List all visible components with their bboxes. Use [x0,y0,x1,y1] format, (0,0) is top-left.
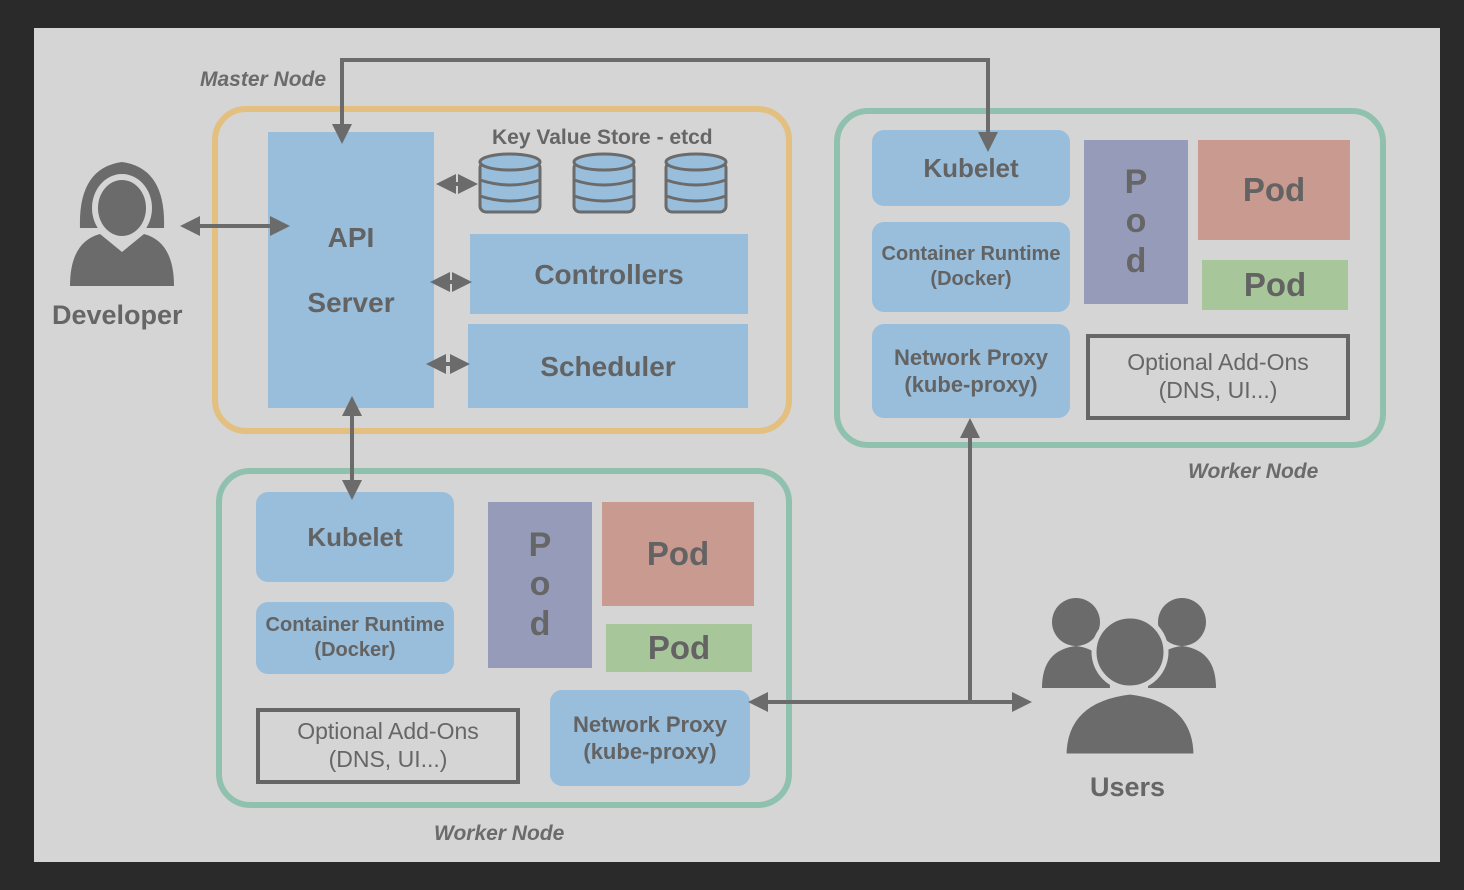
worker-bottom-runtime: Container Runtime (Docker) [256,602,454,674]
worker-right-pod-vertical: P o d [1084,140,1188,304]
developer-label: Developer [52,300,183,330]
worker-node-bottom-region [216,468,792,808]
controllers-box: Controllers [470,234,748,314]
diagram-canvas: Master Node API Server Key Value Store -… [34,28,1440,862]
worker-node-bottom-label: Worker Node [434,822,565,845]
developer-icon [70,162,174,286]
etcd-database-icon-3 [664,152,728,214]
arrow-api-right-kubelet [332,58,998,152]
etcd-database-icon-1 [478,152,542,214]
worker-right-proxy: Network Proxy (kube-proxy) [872,324,1070,418]
worker-bottom-pod-red: Pod [602,502,754,606]
worker-bottom-kubelet: Kubelet [256,492,454,582]
worker-right-pod-red: Pod [1198,140,1350,240]
worker-bottom-proxy: Network Proxy (kube-proxy) [550,690,750,786]
api-server-line2: Server [307,287,395,318]
worker-bottom-addons: Optional Add-Ons (DNS, UI...) [256,708,520,784]
api-server-line1: API [327,222,375,253]
api-server-box: API Server [268,132,434,408]
worker-right-runtime: Container Runtime (Docker) [872,222,1070,312]
scheduler-box: Scheduler [468,324,748,408]
worker-bottom-pod-vertical: P o d [488,502,592,668]
connectors-overlay [70,58,1216,759]
worker-bottom-pod-green: Pod [606,624,752,672]
master-node-region [212,106,792,434]
worker-right-addons: Optional Add-Ons (DNS, UI...) [1086,334,1350,420]
master-node-label: Master Node [200,68,327,91]
etcd-database-icon-2 [572,152,636,214]
worker-right-pod-green: Pod [1202,260,1348,310]
worker-node-right-label: Worker Node [1188,460,1319,483]
worker-node-right-region [834,108,1386,448]
users-icon [1042,598,1216,759]
users-label: Users [1090,772,1166,802]
